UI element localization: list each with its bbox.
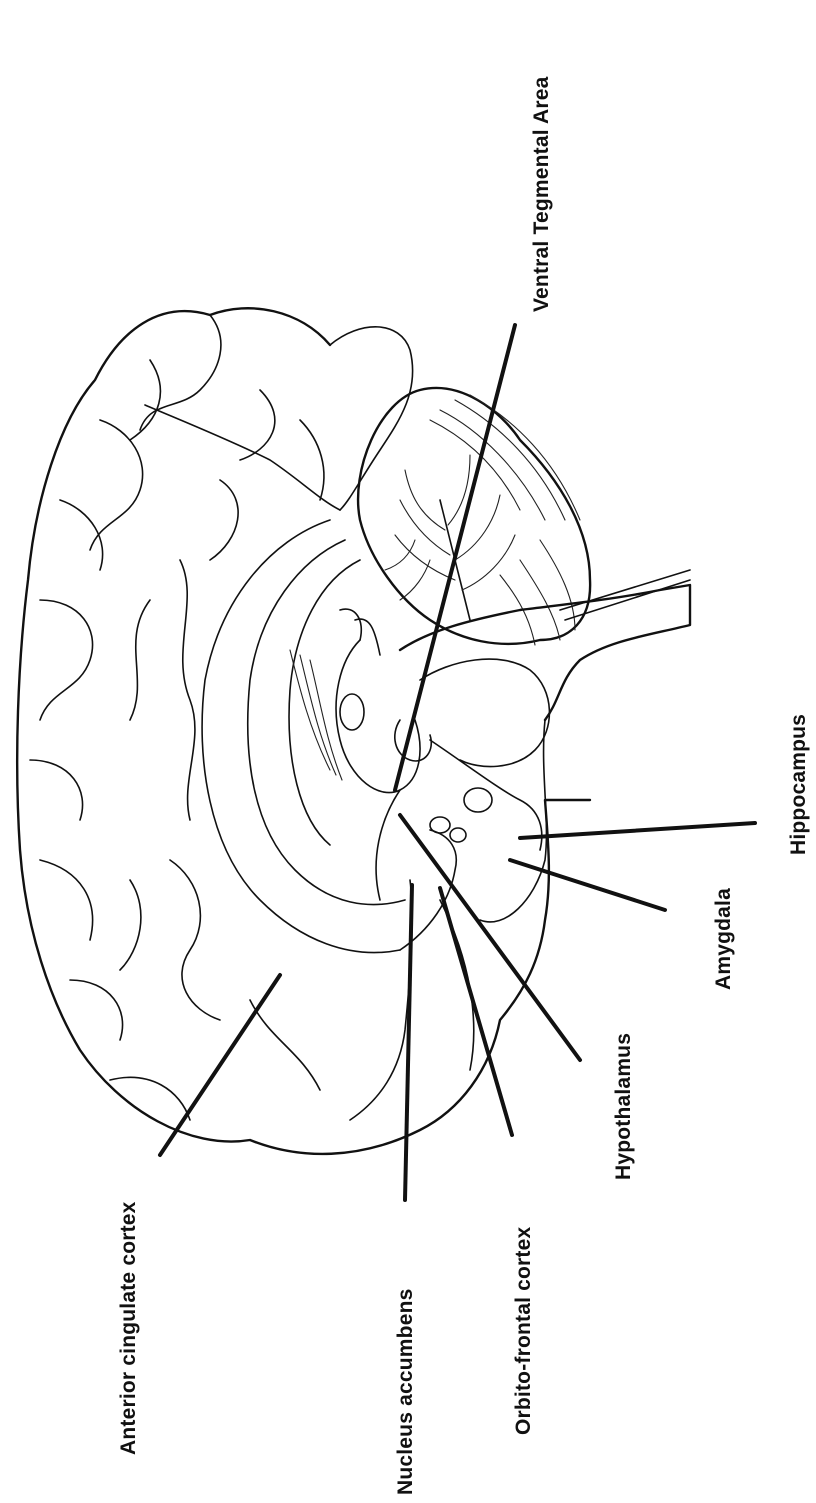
leader-hypothalamus: [400, 815, 580, 1060]
pituitary: [464, 788, 492, 812]
pons-bulge: [420, 659, 549, 766]
cortex-gyri: [30, 315, 320, 1120]
thalamus: [336, 640, 420, 793]
occipital-lobe: [330, 327, 413, 510]
label-vta: Ventral Tegmental Area: [530, 76, 553, 312]
mammillary-body: [340, 694, 364, 730]
label-accumbens: Nucleus accumbens: [394, 1289, 417, 1495]
leader-cingulate: [160, 975, 280, 1155]
parieto-occipital-sulcus: [145, 405, 340, 510]
label-orbitofrontal: Orbito-frontal cortex: [512, 1227, 535, 1435]
cingulate-gyrus-outline: [202, 520, 400, 953]
leader-accumbens: [405, 885, 412, 1200]
leader-hippocampus: [520, 823, 755, 838]
label-cingulate: Anterior cingulate cortex: [117, 1201, 140, 1455]
corpus-callosum-outline: [248, 540, 405, 905]
temporal-lobe: [480, 720, 546, 922]
leader-amygdala: [510, 860, 665, 910]
label-hypothalamus: Hypothalamus: [612, 1033, 635, 1180]
leader-vta: [395, 325, 515, 790]
label-hippocampus: Hippocampus: [787, 714, 810, 855]
label-amygdala: Amygdala: [712, 888, 735, 990]
leader-orbitofrontal: [440, 888, 512, 1135]
orbitofrontal-region: [400, 830, 456, 950]
